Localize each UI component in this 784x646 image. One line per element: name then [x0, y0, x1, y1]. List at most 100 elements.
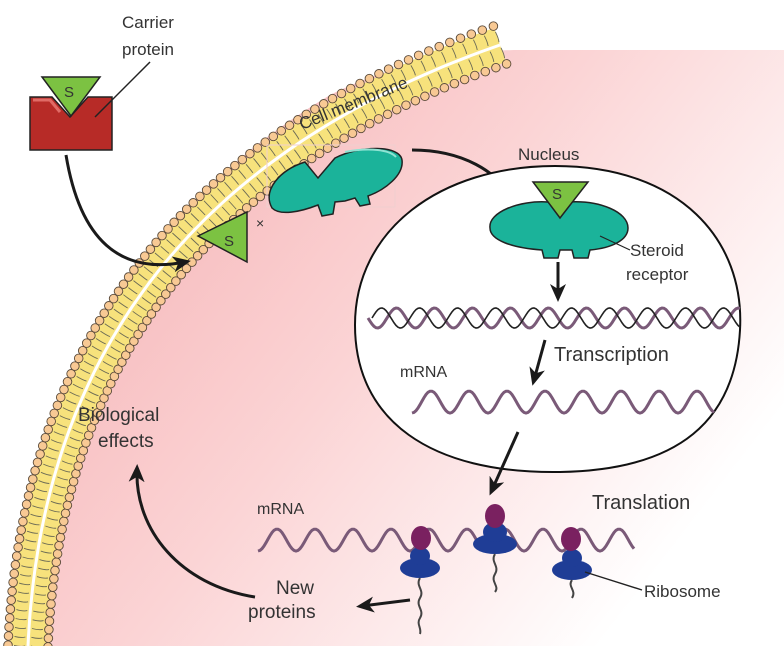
lipid-head	[25, 482, 36, 493]
lipid-tail	[310, 138, 317, 149]
lipid-tail	[151, 283, 162, 291]
lipid-tail	[36, 488, 48, 493]
lipid-head	[37, 441, 48, 451]
lipid-head	[306, 153, 317, 164]
carrier-protein-label: Carrier	[122, 13, 174, 32]
lipid-tail	[132, 310, 143, 318]
lipid-head	[35, 449, 45, 459]
lipid-head	[30, 465, 40, 476]
lipid-tail	[245, 164, 254, 174]
lipid-tail	[53, 431, 65, 436]
steroid-receptor-label-2: receptor	[626, 265, 689, 284]
lipid-tail	[352, 113, 359, 124]
lipid-tail	[294, 149, 301, 160]
lipid-tail	[371, 83, 378, 94]
lipid-tail	[249, 183, 257, 193]
lipid-tail	[31, 636, 43, 639]
new-proteins-label: New	[276, 578, 314, 599]
lipid-head	[13, 542, 23, 553]
lipid-head	[198, 244, 209, 255]
lipid-tail	[48, 447, 59, 452]
lipid-tail	[34, 593, 46, 596]
lipid-tail	[437, 71, 443, 83]
dna-strand-2	[371, 307, 741, 329]
lipid-head	[364, 73, 375, 84]
lipid-tail	[76, 376, 87, 382]
cell-membrane	[3, 21, 512, 646]
lipid-tail	[203, 200, 212, 210]
lipid-head	[374, 69, 384, 79]
lipid-tail	[48, 509, 60, 513]
cross-mark: ×	[256, 215, 264, 231]
lipid-tail	[84, 398, 96, 404]
lipid-head	[403, 55, 414, 65]
lipid-tail	[21, 565, 33, 568]
lipid-tail	[235, 194, 244, 204]
lipid-head	[245, 148, 255, 159]
lipid-head	[3, 640, 13, 646]
lipid-head	[62, 376, 73, 387]
lipid-tail	[72, 429, 84, 434]
lipid-head	[163, 224, 173, 234]
lipid-tail	[318, 133, 325, 144]
lipid-tail	[50, 439, 62, 444]
lipid-head	[140, 251, 150, 261]
lipid-tail	[468, 59, 474, 70]
lipid-head	[104, 301, 114, 311]
dna-strand-1	[366, 306, 741, 330]
lipid-head	[181, 204, 192, 214]
lipid-head	[4, 613, 15, 623]
lipid-tail	[215, 212, 224, 222]
lipid-head	[268, 131, 279, 142]
lipid-tail	[197, 206, 206, 216]
lipid-tail	[69, 391, 80, 397]
lipid-tail	[43, 463, 54, 468]
lipid-head	[10, 560, 21, 570]
lipid-tail	[268, 146, 276, 157]
lipid-tail	[16, 609, 28, 612]
mrna-nucleus-label: mRNA	[400, 364, 447, 381]
lipid-head	[151, 237, 161, 248]
ribosome-2	[473, 504, 517, 593]
carrier-protein-label-2: protein	[122, 40, 174, 59]
lipid-tail	[42, 542, 54, 546]
lipid-head	[339, 133, 349, 143]
transcription-label: Transcription	[554, 344, 669, 366]
lipid-head	[195, 191, 205, 202]
lipid-tail	[417, 80, 423, 91]
lipid-head	[314, 148, 325, 159]
lipid-tail	[451, 47, 457, 59]
lipid-tail	[462, 43, 468, 55]
lipid-head	[118, 279, 129, 289]
lipid-head	[276, 126, 287, 136]
nucleus-export-arrow	[489, 431, 520, 496]
lipid-tail	[28, 522, 40, 526]
lipid-head	[151, 302, 161, 313]
lipid-head	[383, 64, 394, 74]
lipid-tail	[224, 181, 233, 191]
lipid-head	[470, 70, 480, 81]
free-steroid-hormone: S	[196, 210, 248, 264]
lipid-tail	[32, 619, 44, 622]
lipid-tail	[344, 98, 351, 109]
lipid-tail	[400, 69, 407, 81]
lipid-head	[28, 474, 38, 484]
lipid-head	[7, 586, 17, 597]
lipid-tail	[72, 383, 84, 390]
biological-effects-label: Biological	[78, 405, 159, 426]
lipid-tail	[210, 194, 219, 203]
lipid-tail	[441, 51, 447, 63]
release-arrow	[64, 154, 191, 273]
lipid-head	[66, 484, 77, 495]
lipid-tail	[59, 415, 71, 420]
lipid-head	[11, 551, 22, 561]
bound-steroid-hormone: S	[531, 181, 590, 220]
lipid-tail	[67, 444, 78, 450]
lipid-head	[293, 115, 303, 125]
lipid-tail	[190, 213, 200, 222]
lipid-head	[434, 41, 444, 52]
lipid-head	[113, 286, 124, 297]
lipid-head	[445, 37, 455, 48]
lipid-head	[3, 631, 14, 641]
lipid-tail	[128, 287, 138, 295]
